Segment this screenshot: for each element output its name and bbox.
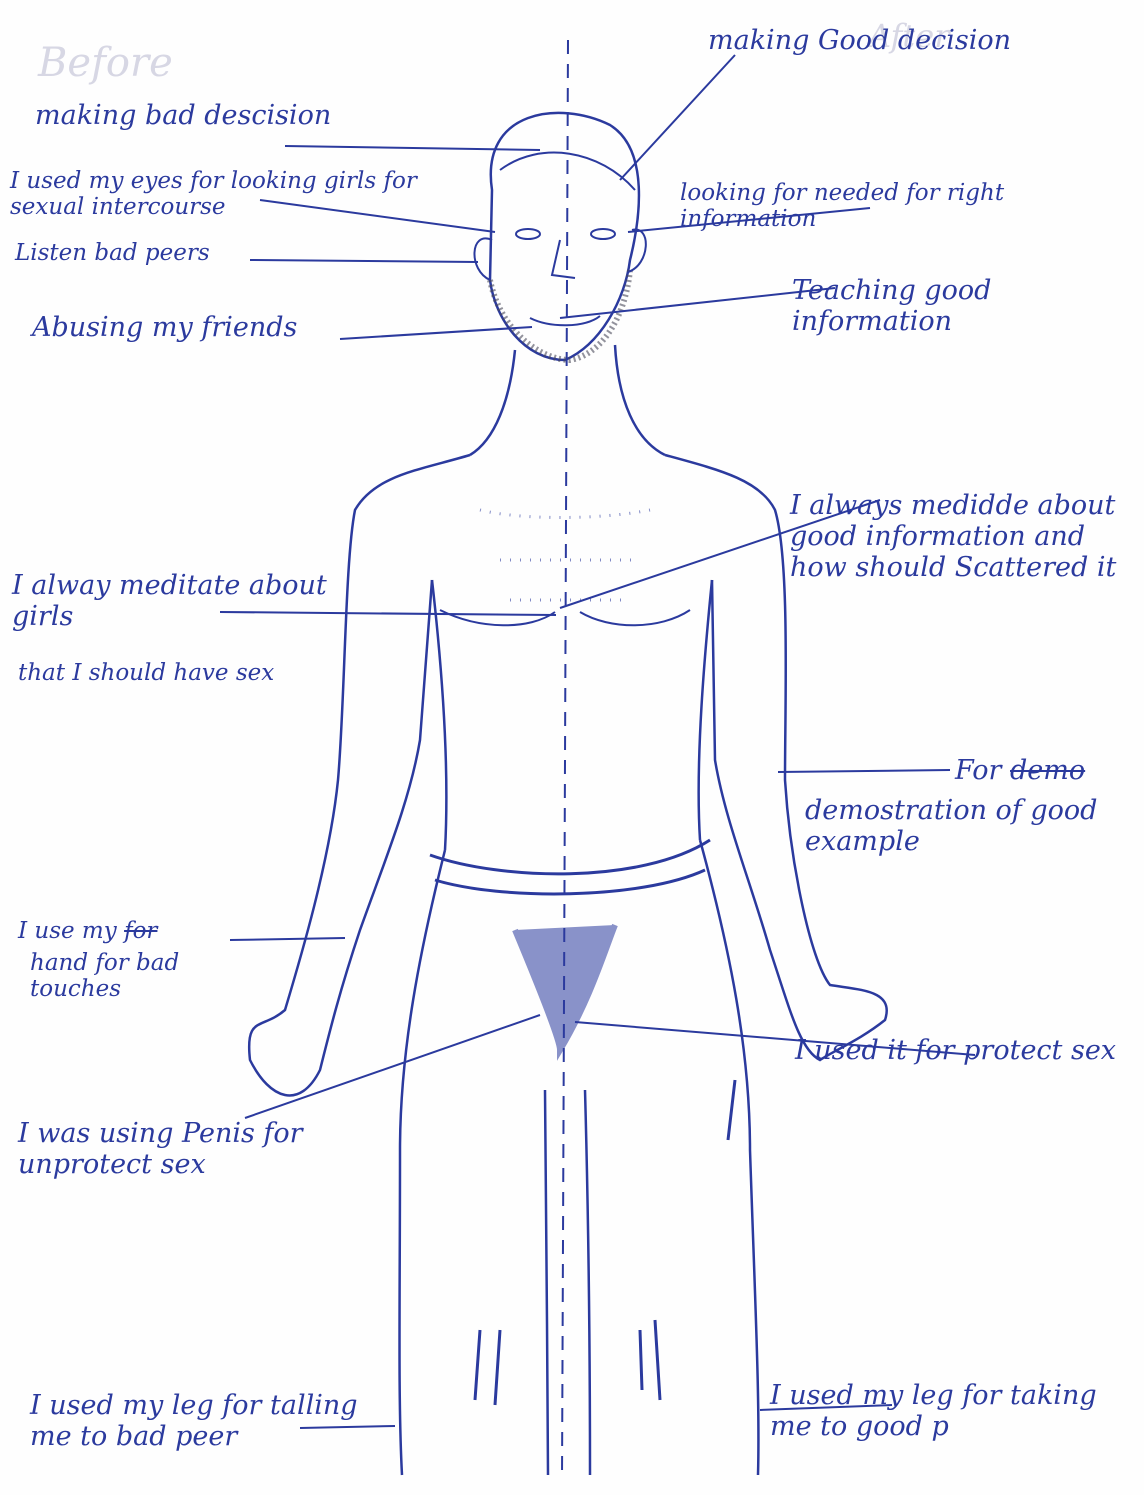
leader-mouth-left bbox=[340, 327, 532, 339]
note-left-chest-a: I alway meditate about girls bbox=[12, 570, 332, 632]
left-eye bbox=[516, 229, 540, 239]
note-left-hand-strike: for bbox=[124, 918, 157, 944]
leader-hand-right bbox=[778, 770, 950, 772]
note-right-eyes: looking for needed for right information bbox=[680, 180, 1130, 233]
note-right-mouth: Teaching good information bbox=[792, 275, 1112, 337]
note-right-hand-strike: demo bbox=[1010, 755, 1085, 786]
center-dashed-line bbox=[562, 40, 568, 1480]
note-left-eyes: I used my eyes for looking girls for sex… bbox=[10, 168, 455, 221]
leg-hair bbox=[475, 1080, 735, 1405]
beard-shading bbox=[490, 270, 630, 360]
note-left-penis: I was using Penis for unprotect sex bbox=[18, 1118, 368, 1180]
leader-penis-left bbox=[245, 1015, 540, 1118]
note-left-hand-a: I use my for bbox=[18, 918, 238, 944]
note-left-chest-b: that I should have sex bbox=[18, 660, 318, 686]
note-left-hand-a-text: I use my bbox=[18, 918, 117, 944]
right-eye bbox=[591, 229, 615, 239]
leader-ears-left bbox=[250, 260, 478, 262]
note-left-leg: I used my leg for talling me to bad peer bbox=[30, 1390, 370, 1452]
waistband bbox=[430, 840, 710, 894]
note-right-leg: I used my leg for taking me to good p bbox=[770, 1380, 1135, 1442]
note-right-hand-a-text: For bbox=[955, 755, 1001, 786]
note-left-ears: Listen bad peers bbox=[15, 240, 255, 266]
note-left-head: making bad descision bbox=[35, 100, 505, 131]
note-right-hand-b: demostration of good example bbox=[805, 795, 1135, 857]
note-right-chest: I always medidde about good information … bbox=[790, 490, 1130, 583]
groin-hair bbox=[515, 925, 615, 1050]
note-left-hand-b: hand for bad touches bbox=[30, 950, 230, 1003]
left-arm-torso bbox=[249, 455, 470, 1095]
faint-header-before: Before bbox=[38, 40, 173, 86]
leader-head-left bbox=[285, 146, 540, 150]
leader-head-right bbox=[620, 55, 735, 180]
right-ear bbox=[628, 230, 646, 272]
note-right-penis: I used it for protect sex bbox=[795, 1035, 1130, 1066]
note-right-hand-a: For demo bbox=[955, 755, 1135, 786]
nose bbox=[552, 240, 575, 278]
note-right-head: making Good decision bbox=[708, 25, 1048, 56]
note-left-mouth: Abusing my friends bbox=[32, 312, 352, 343]
leader-hand-left bbox=[230, 938, 345, 940]
